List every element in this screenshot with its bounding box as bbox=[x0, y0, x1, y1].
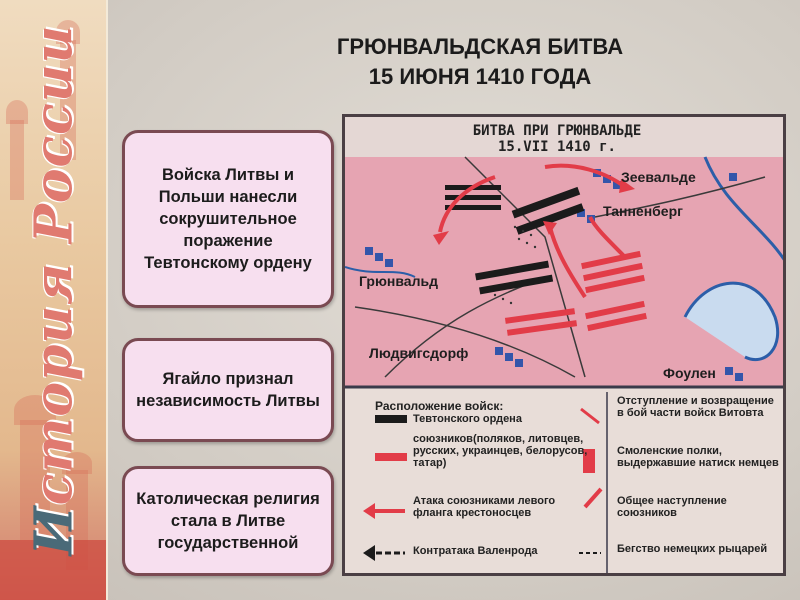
card-religion-text: Католическая религия стала в Литве госуд… bbox=[136, 490, 320, 552]
place-zeevalde: Зеевальде bbox=[621, 169, 696, 185]
place-grunwald: Грюнвальд bbox=[359, 273, 438, 289]
card-victory: Войска Литвы и Польши нанесли сокрушител… bbox=[122, 130, 334, 308]
legend-allies-symbol bbox=[375, 453, 407, 461]
card-independence-text: Ягайло признал независимость Литвы bbox=[136, 370, 320, 410]
place-tannenberg: Танненберг bbox=[603, 203, 683, 219]
place-foulen: Фоулен bbox=[663, 365, 716, 381]
istoriya-rossii-logo: История России bbox=[23, 24, 85, 556]
legend-attack-left: Атака союзниками левого фланга крестонос… bbox=[413, 495, 556, 519]
card-independence: Ягайло признал независимость Литвы bbox=[122, 338, 334, 442]
card-victory-text: Войска Литвы и Польши нанесли сокрушител… bbox=[144, 166, 312, 272]
legend-general-advance: Общее наступление союзников bbox=[617, 495, 727, 519]
legend-smolensk-symbol bbox=[583, 449, 595, 473]
legend-heading: Расположение войск: bbox=[375, 399, 504, 413]
decorative-sidebar: История России bbox=[0, 0, 108, 600]
legend-retreat-symbol bbox=[580, 407, 600, 425]
legend-flight: Бегство немецких рыцарей bbox=[617, 543, 768, 555]
title-line-2: 15 ИЮНЯ 1410 ГОДА bbox=[368, 64, 592, 89]
map-title: БИТВА ПРИ ГРЮНВАЛЬДЕ 15.VII 1410 г. bbox=[437, 123, 677, 155]
place-ludwigsdorf: Людвигсдорф bbox=[369, 345, 469, 361]
battle-map-graphic bbox=[345, 117, 783, 573]
legend-teutonic-symbol bbox=[375, 415, 407, 423]
card-religion: Католическая религия стала в Литве госуд… bbox=[122, 466, 334, 576]
legend-smolensk: Смоленские полки, выдержавшие натиск нем… bbox=[617, 445, 779, 469]
legend-allies: союзников(поляков, литовцев, русских, ук… bbox=[413, 433, 588, 469]
map-title-line-2: 15.VII 1410 г. bbox=[497, 139, 616, 155]
title-line-1: ГРЮНВАЛЬДСКАЯ БИТВА bbox=[336, 34, 624, 59]
slide-title: ГРЮНВАЛЬДСКАЯ БИТВА 15 ИЮНЯ 1410 ГОДА bbox=[200, 32, 760, 92]
map-title-line-1: БИТВА ПРИ ГРЮНВАЛЬДЕ bbox=[472, 123, 642, 139]
legend-retreat: Отступление и возвращение в бой части во… bbox=[617, 395, 774, 419]
legend-teutonic: Тевтонского ордена bbox=[413, 413, 522, 425]
battle-map: БИТВА ПРИ ГРЮНВАЛЬДЕ 15.VII 1410 г. Зеев… bbox=[342, 114, 786, 576]
legend-counterattack: Контратака Валенрода bbox=[413, 545, 538, 557]
legend-advance-symbol bbox=[583, 487, 603, 509]
